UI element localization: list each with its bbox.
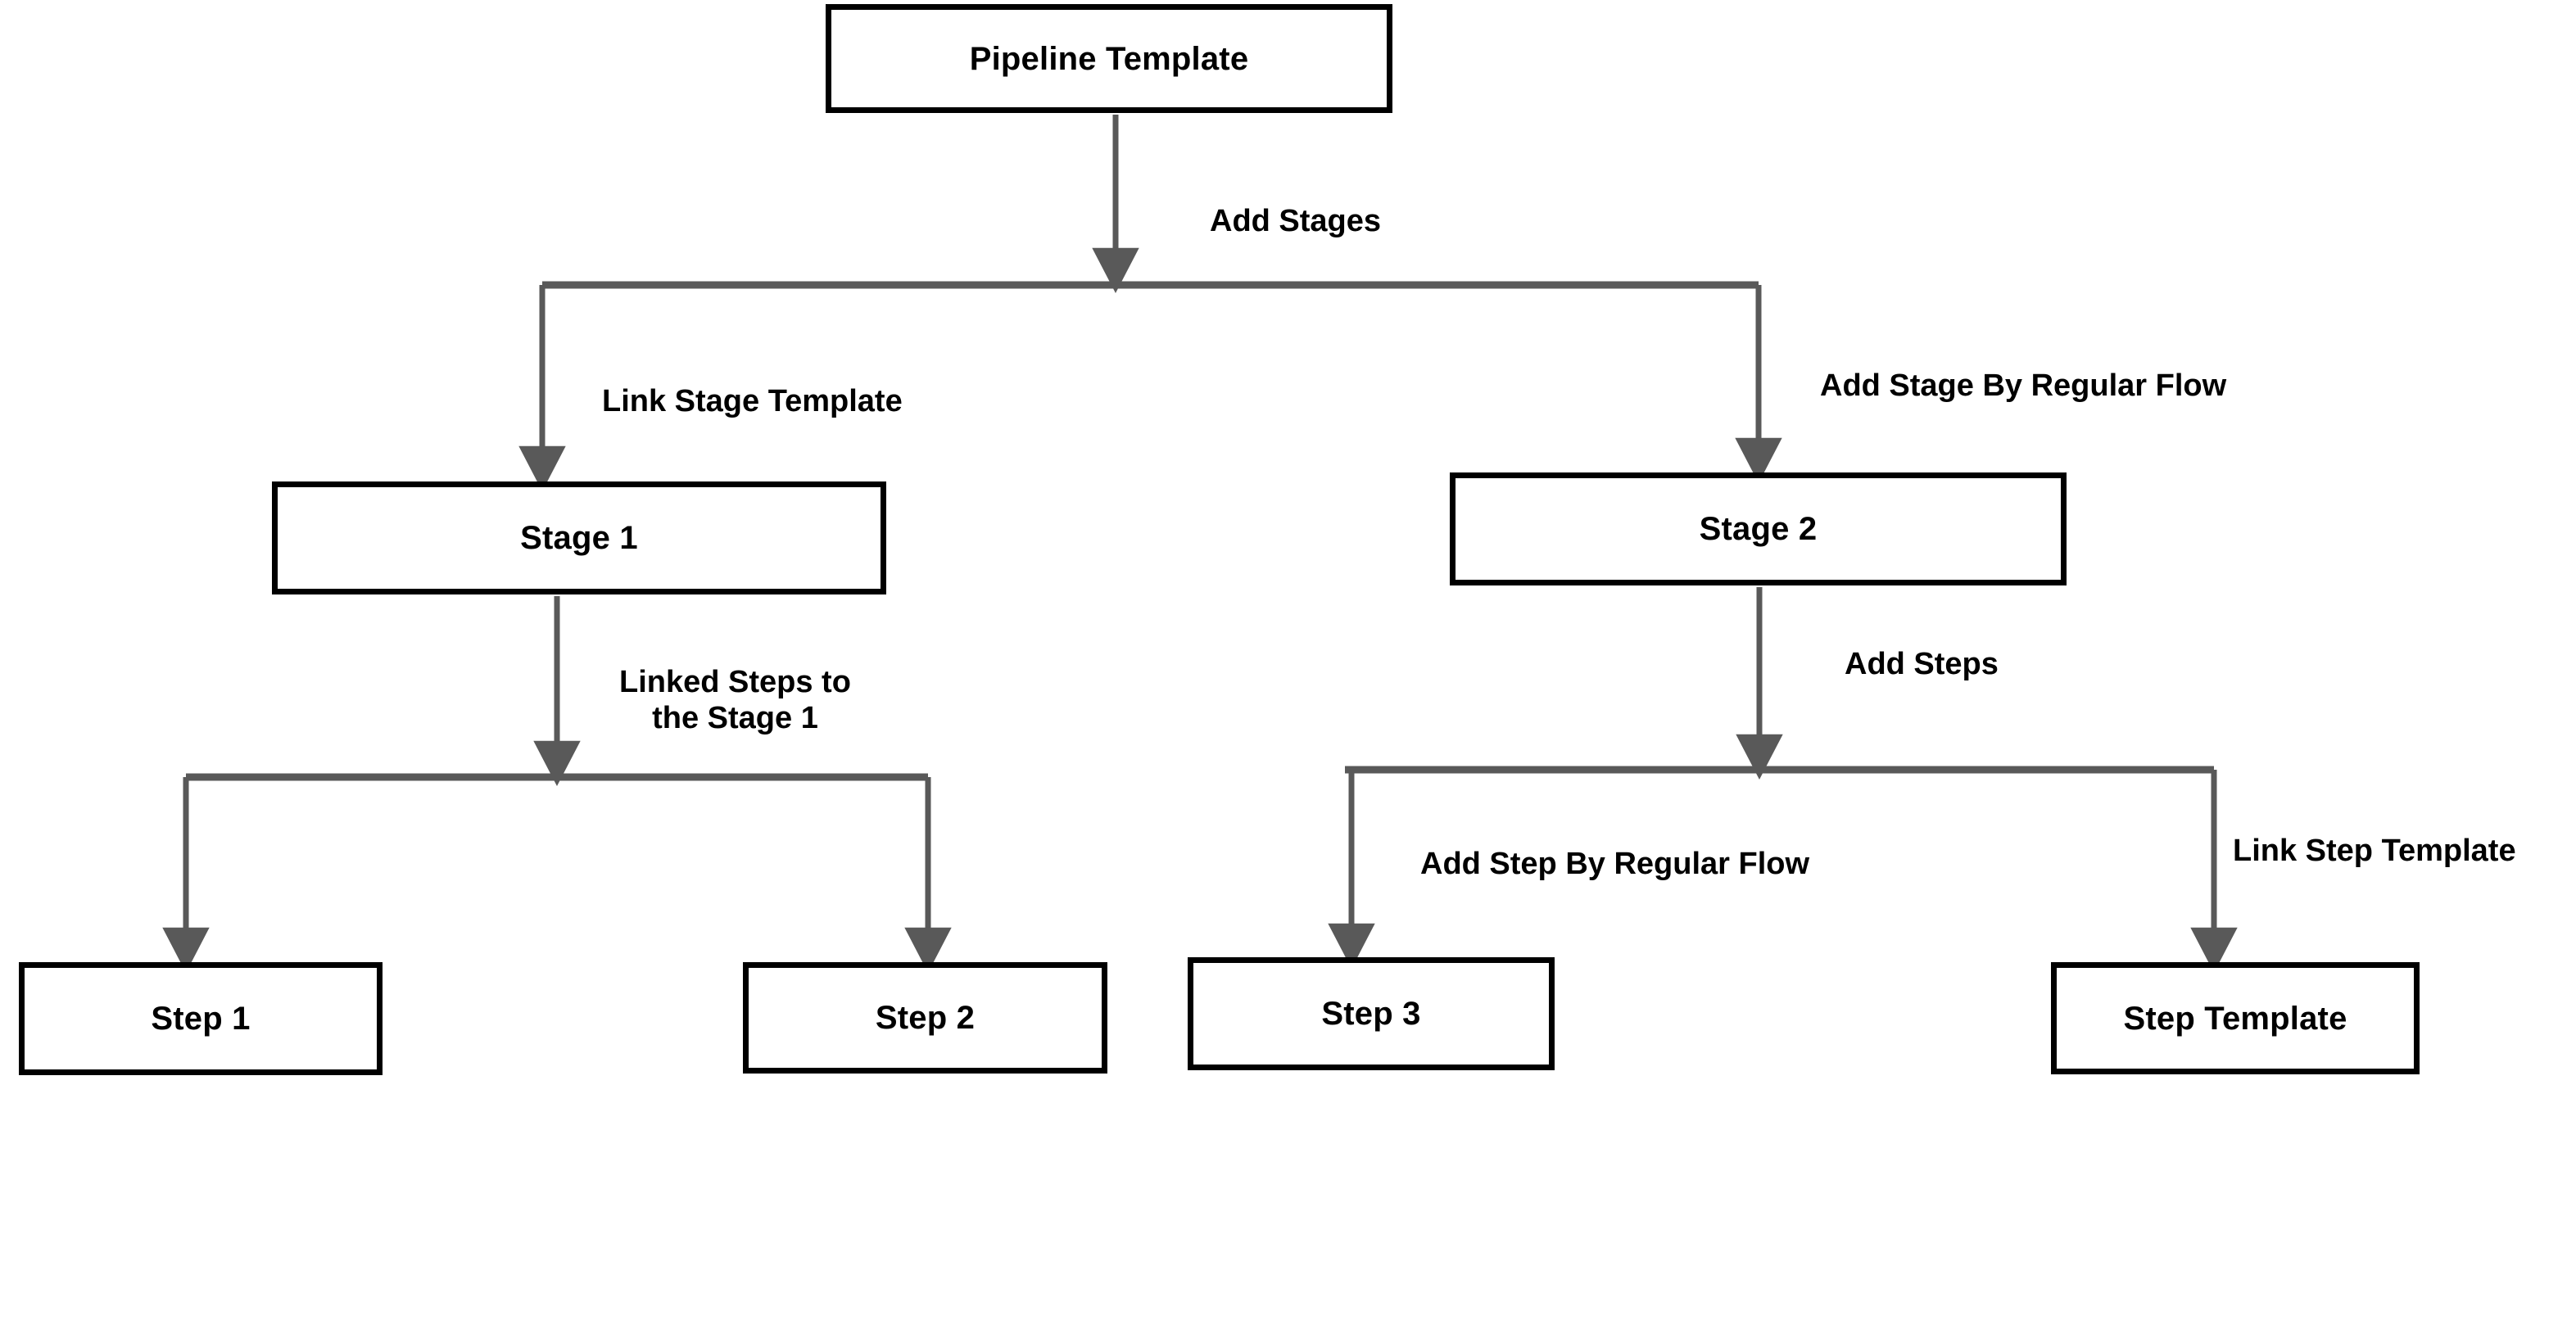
node-step-template[interactable]: Step Template [2051, 962, 2420, 1074]
node-label-stage-1: Stage 1 [520, 520, 638, 556]
node-label-stage-2: Stage 2 [1699, 511, 1818, 547]
node-step-1[interactable]: Step 1 [19, 962, 383, 1075]
node-step-2[interactable]: Step 2 [743, 962, 1107, 1074]
node-pipeline-template[interactable]: Pipeline Template [826, 4, 1392, 113]
node-label-step-3: Step 3 [1321, 996, 1421, 1032]
node-label-pipeline-template: Pipeline Template [969, 40, 1249, 77]
edge-label-link-step-template: Link Step Template [2233, 834, 2516, 868]
edge-label-add-stages: Add Stages [1210, 204, 1382, 238]
edge-label-add-steps: Add Steps [1845, 647, 1999, 681]
edge-label-add-step-by-regular-flow: Add Step By Regular Flow [1420, 847, 1810, 881]
node-stage-1[interactable]: Stage 1 [272, 481, 886, 594]
edge-label-linked-steps-to-the-stage-1: Linked Steps to the Stage 1 [619, 665, 851, 736]
node-step-3[interactable]: Step 3 [1188, 957, 1555, 1070]
node-label-step-2: Step 2 [875, 1000, 976, 1036]
node-label-step-1: Step 1 [151, 1001, 251, 1037]
edge-label-link-stage-template: Link Stage Template [602, 384, 903, 418]
node-label-step-template: Step Template [2123, 1000, 2347, 1037]
edge-label-add-stage-by-regular-flow: Add Stage By Regular Flow [1820, 368, 2227, 403]
node-stage-2[interactable]: Stage 2 [1450, 472, 2067, 585]
